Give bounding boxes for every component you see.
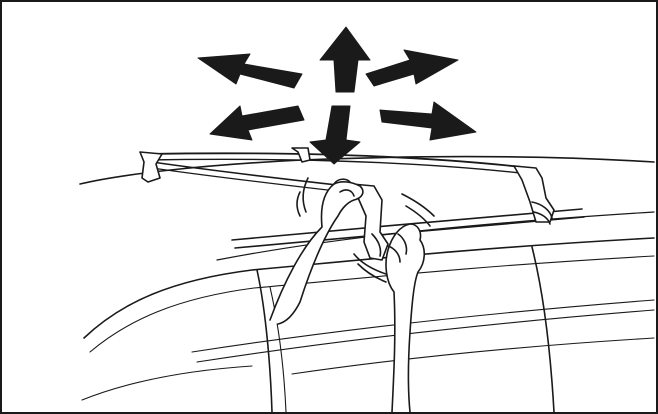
rack-bar-front (152, 162, 364, 188)
arrow-left-icon (210, 106, 304, 140)
motion-mark-1 (297, 192, 300, 216)
door-pillar-3 (532, 247, 554, 412)
arm-right (386, 224, 424, 412)
body-line-4 (292, 338, 654, 374)
arrow-right-icon (380, 102, 476, 140)
motion-mark-3 (402, 194, 434, 216)
rack-foot-left (140, 152, 162, 182)
body-line-1 (192, 300, 654, 352)
body-line-3 (82, 366, 252, 400)
arm-left (270, 182, 363, 324)
arrow-up-icon (320, 27, 370, 92)
motion-mark-2 (303, 178, 308, 212)
arrow-up-right-icon (366, 50, 458, 86)
arrow-up-left-icon (198, 54, 302, 88)
